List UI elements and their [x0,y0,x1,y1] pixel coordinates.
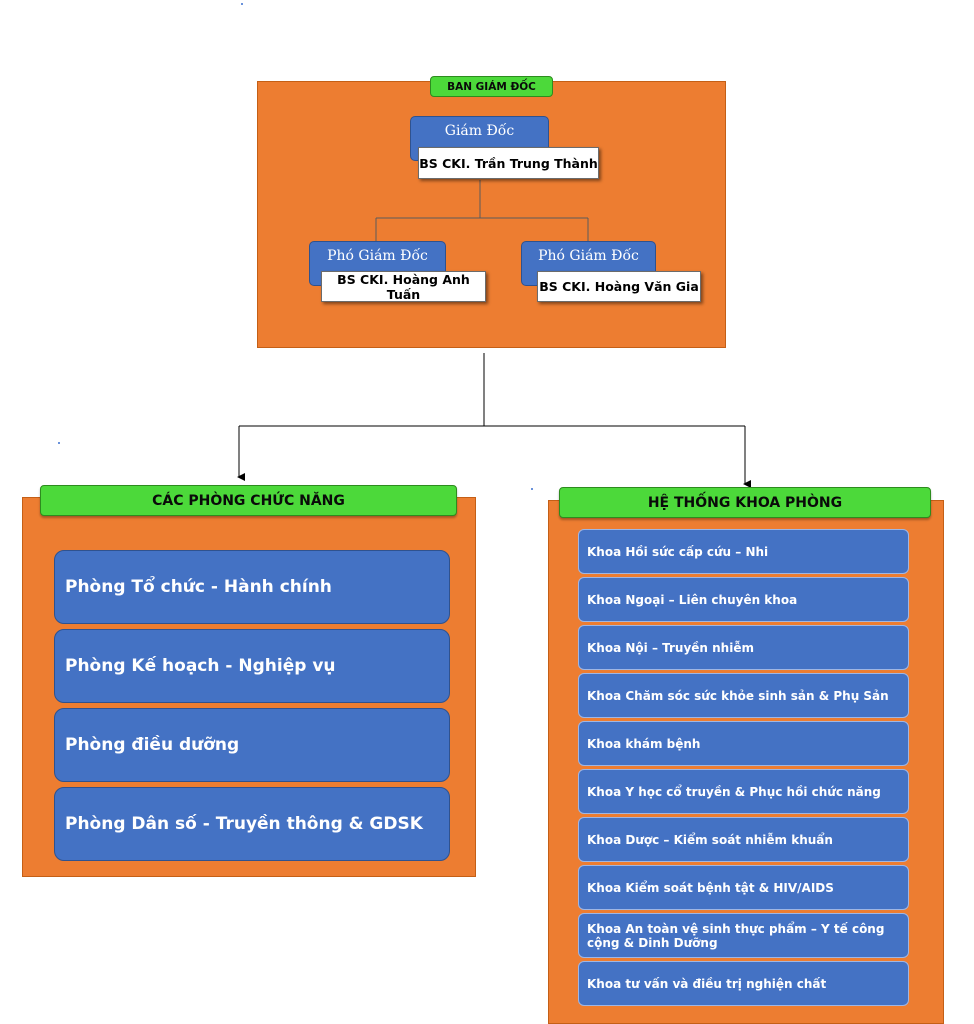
functional-room: Phòng điều dưỡng [54,708,450,782]
deputy-role: Phó Giám Đốc [538,248,639,264]
board-title: BAN GIÁM ĐỐC [430,76,553,97]
stray-dot [241,3,243,5]
department-item: Khoa Kiểm soát bệnh tật & HIV/AIDS [578,865,909,910]
department-item: Khoa Dược – Kiểm soát nhiễm khuẩn [578,817,909,862]
deputy-name: BS CKI. Hoàng Anh Tuấn [321,271,486,302]
department-item: Khoa Nội – Truyền nhiễm [578,625,909,670]
stray-dot [531,488,533,490]
functional-room: Phòng Kế hoạch - Nghiệp vụ [54,629,450,703]
department-item: Khoa Hồi sức cấp cứu – Nhi [578,529,909,574]
functional-title: CÁC PHÒNG CHỨC NĂNG [40,485,457,516]
functional-room: Phòng Tổ chức - Hành chính [54,550,450,624]
deputy-name: BS CKI. Hoàng Văn Gia [537,271,701,302]
stray-dot [58,442,60,444]
deputy-role: Phó Giám Đốc [327,248,428,264]
departments-title: HỆ THỐNG KHOA PHÒNG [559,487,931,518]
functional-room: Phòng Dân số - Truyền thông & GDSK [54,787,450,861]
department-item: Khoa Chăm sóc sức khỏe sinh sản & Phụ Sả… [578,673,909,718]
department-item: Khoa An toàn vệ sinh thực phẩm – Y tế cô… [578,913,909,958]
department-item: Khoa khám bệnh [578,721,909,766]
department-item: Khoa Ngoại – Liên chuyên khoa [578,577,909,622]
department-item: Khoa Y học cổ truyền & Phục hồi chức năn… [578,769,909,814]
director-name: BS CKI. Trần Trung Thành [418,147,599,179]
department-item: Khoa tư vấn và điều trị nghiện chất [578,961,909,1006]
director-role: Giám Đốc [444,123,515,139]
